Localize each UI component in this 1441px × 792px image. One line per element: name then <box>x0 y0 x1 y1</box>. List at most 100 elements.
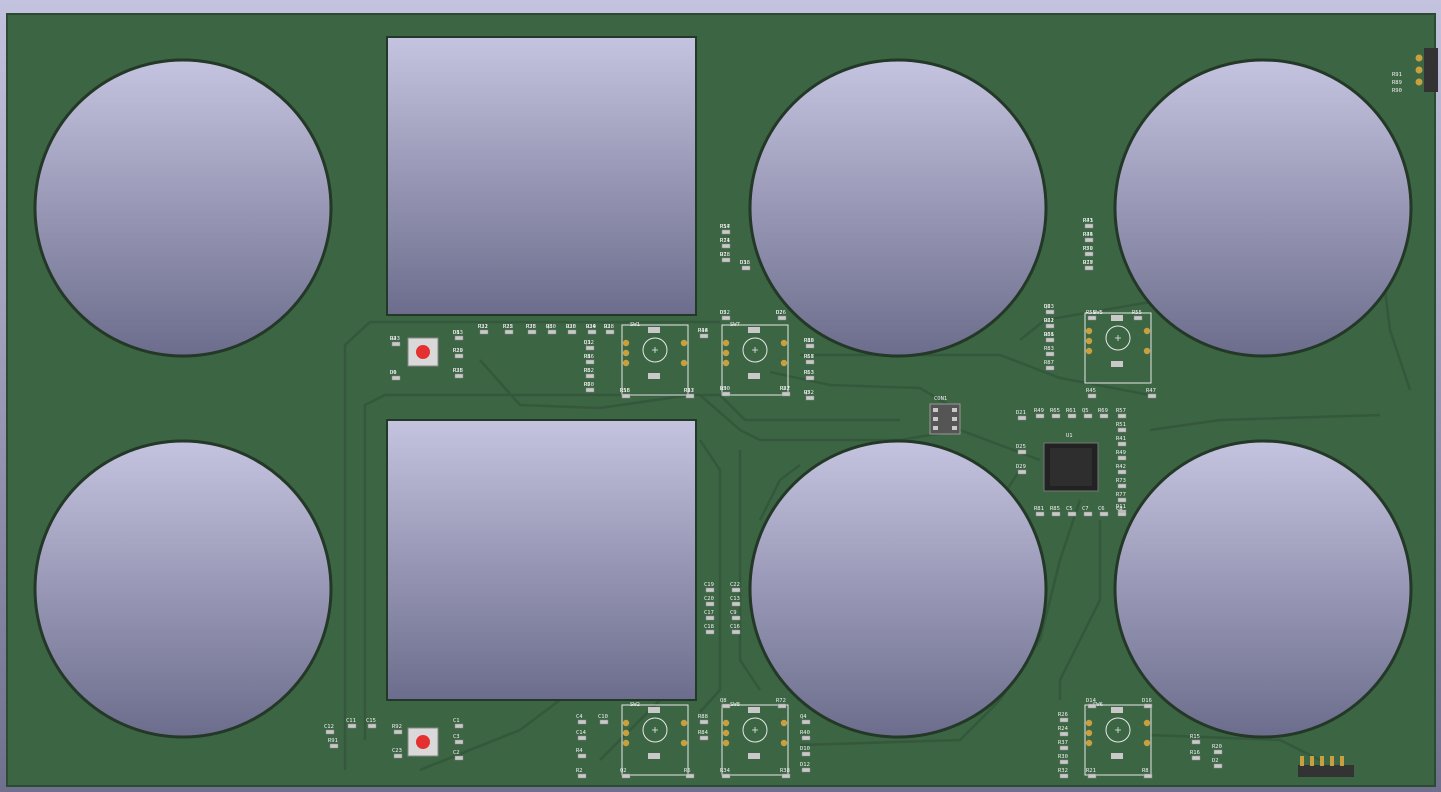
ref-designator: R77 <box>1116 492 1126 498</box>
smd-pad <box>721 773 731 779</box>
tactile-button-bottom[interactable] <box>407 727 439 757</box>
ref-designator: R85 <box>1050 506 1060 512</box>
smd-pad <box>1017 469 1027 475</box>
ref-designator: R42 <box>1116 464 1126 470</box>
smd-pad <box>805 343 815 349</box>
switch-sw5[interactable]: SW5 <box>1084 310 1152 384</box>
ref-designator: R7 <box>584 382 591 388</box>
ref-designator: R53 <box>804 370 814 376</box>
smd-pad <box>1083 511 1093 517</box>
ref-designator: C2 <box>453 750 460 756</box>
ref-designator: C4 <box>576 714 583 720</box>
round-cutout-bottom-right <box>1113 439 1413 739</box>
ref-designator: R70 <box>1083 260 1093 266</box>
ref-designator: R47 <box>684 388 694 394</box>
ref-designator: R86 <box>584 354 594 360</box>
ref-designator: R21 <box>1086 768 1096 774</box>
ref-designator: R4 <box>576 748 583 754</box>
ref-designator: R44 <box>1083 232 1094 238</box>
ref-designator: C15 <box>366 718 376 724</box>
ref-designator: D20 <box>566 324 576 330</box>
smd-pad <box>391 375 401 381</box>
smd-pad <box>1213 749 1223 755</box>
tactile-button-top[interactable] <box>407 337 439 367</box>
smd-pad <box>1059 759 1069 765</box>
switch-sw8[interactable]: SW8 <box>721 702 789 776</box>
ref-designator: R49 <box>1034 408 1044 414</box>
smd-pad <box>454 353 464 359</box>
ref-designator: Q7 <box>804 390 811 396</box>
ref-designator: R20 <box>1212 744 1222 750</box>
smd-pad <box>1133 315 1143 321</box>
switch-sw6[interactable]: SW6 <box>1084 702 1152 776</box>
ref-designator: R14 <box>698 328 709 334</box>
ref-designator: Q5 <box>1082 408 1089 414</box>
smd-pad <box>1059 773 1069 779</box>
smd-pad <box>1117 511 1127 517</box>
switch-sw2[interactable]: SW2 <box>621 702 689 776</box>
square-cutout-bottom <box>386 419 697 701</box>
smd-pad <box>621 773 631 779</box>
ref-designator: D6 <box>390 370 397 376</box>
ref-designator: Q3 <box>546 324 553 330</box>
ref-designator: C5 <box>1066 506 1073 512</box>
ref-designator: R76 <box>526 324 536 330</box>
smd-pad <box>585 373 595 379</box>
ref-designator: R55 <box>1132 310 1142 316</box>
smd-pad <box>1084 237 1094 243</box>
ref-designator: D21 <box>1016 410 1026 416</box>
ref-designator: Q2 <box>620 768 627 774</box>
ref-designator: D31 <box>1044 332 1054 338</box>
smd-pad <box>721 315 731 321</box>
ref-designator: C12 <box>324 724 334 730</box>
ref-designator: D12 <box>800 762 810 768</box>
smd-pad <box>1099 413 1109 419</box>
ref-designator: R1 <box>584 354 591 360</box>
ref-designator: R56 <box>620 388 630 394</box>
smd-pad <box>454 739 464 745</box>
smd-pad <box>454 723 464 729</box>
ref-designator: C1 <box>453 718 460 724</box>
ref-designator: R31 <box>478 324 488 330</box>
round-cutout-bottom-left <box>33 439 333 739</box>
ref-designator: D7 <box>776 310 783 316</box>
ref-designator: C16 <box>730 624 740 630</box>
smd-pad <box>1017 415 1027 421</box>
smd-pad <box>1067 413 1077 419</box>
smd-pad <box>1059 717 1069 723</box>
ref-designator: R9 <box>720 386 727 392</box>
ref-designator: R72 <box>776 698 786 704</box>
smd-pad <box>1117 469 1127 475</box>
smd-pad <box>705 587 715 593</box>
ref-designator: C7 <box>1082 506 1089 512</box>
ref-designator: D1 <box>720 252 727 258</box>
ref-designator: D3 <box>740 260 747 266</box>
ref-designator: R84 <box>698 730 709 736</box>
ref-designator: C6 <box>1098 506 1105 512</box>
ref-designator: R10 <box>453 348 463 354</box>
ref-designator: D8 <box>453 330 460 336</box>
ref-designator: R22 <box>478 324 488 330</box>
round-cutout-top-center <box>748 58 1048 358</box>
ref-designator: R92 <box>392 724 402 730</box>
ref-designator: D23 <box>1044 304 1054 310</box>
smd-pad <box>454 373 464 379</box>
smd-pad <box>1084 223 1094 229</box>
connector-con1: CON1 <box>929 396 961 435</box>
ref-designator: R35 <box>453 368 463 374</box>
smd-pad <box>721 229 731 235</box>
ref-designator: R82 <box>780 386 790 392</box>
smd-pad <box>577 773 587 779</box>
smd-pad <box>685 393 695 399</box>
smd-components <box>325 223 1223 779</box>
smd-pad <box>1045 365 1055 371</box>
ref-designator: D24 <box>586 324 597 330</box>
smd-pad <box>805 395 815 401</box>
ref-designator: D4 <box>390 336 397 342</box>
switch-sw7[interactable]: SW7 <box>721 322 789 396</box>
ref-designator: R49 <box>1116 450 1126 456</box>
switch-sw1[interactable]: SW1 <box>621 322 689 396</box>
